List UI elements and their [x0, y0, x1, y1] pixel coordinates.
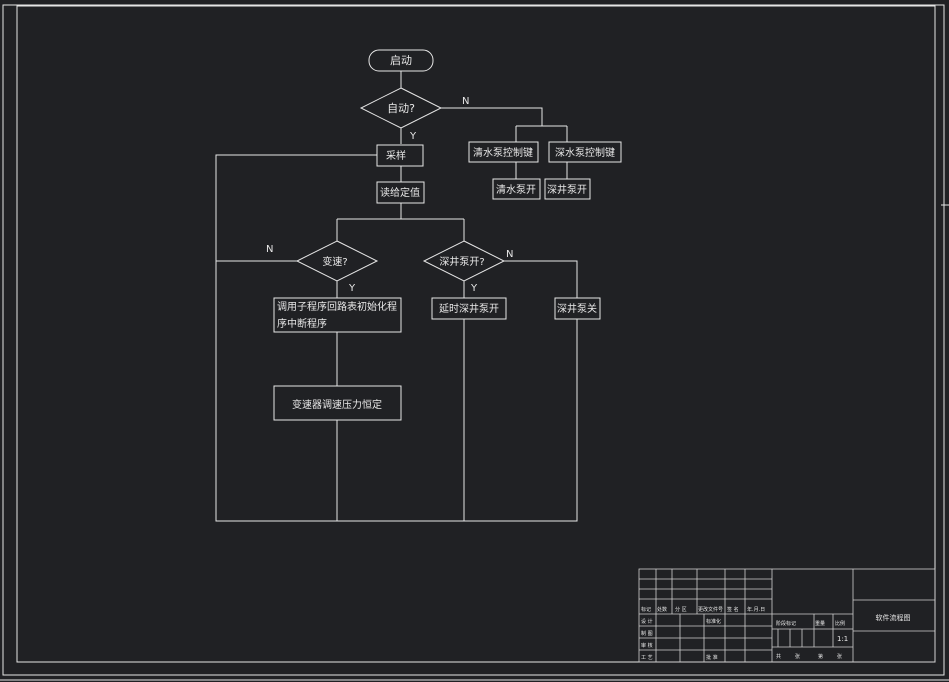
- call-subroutine-box: 调用子程序回路表初始化程 序中断程序: [273, 297, 402, 333]
- svg-text:清水泵开: 清水泵开: [496, 183, 536, 196]
- svg-text:清水泵控制键: 清水泵控制键: [473, 146, 533, 159]
- svg-text:张: 张: [795, 653, 800, 660]
- deep-pump-off-box: 深井泵关: [554, 297, 601, 320]
- deep-yes-label: Y: [470, 283, 478, 294]
- clear-pump-on-box: 清水泵开: [492, 178, 541, 200]
- speed-yes-label: Y: [348, 283, 356, 294]
- clear-pump-key-box: 清水泵控制键: [468, 141, 539, 163]
- svg-text:标准化: 标准化: [706, 618, 721, 625]
- auto-decision: 自动?: [359, 87, 443, 129]
- sheet-border-outer: [2, 4, 945, 676]
- svg-text:延时深井泵开: 延时深井泵开: [439, 302, 499, 315]
- svg-text:设 计: 设 计: [641, 618, 653, 625]
- sheet-border-inner: [16, 5, 936, 663]
- svg-text:第: 第: [818, 653, 823, 660]
- svg-text:比例: 比例: [835, 620, 845, 627]
- title-block: 标记 处数 分 区 更改文件号 签 名 年.月.日 设 计 标准化 制 图 审 …: [638, 568, 936, 663]
- drawing-title: 软件流程图: [876, 613, 911, 622]
- auto-yes-label: Y: [409, 131, 417, 142]
- svg-text:共: 共: [776, 653, 781, 660]
- speed-no-label: N: [266, 244, 273, 255]
- svg-text:深水泵控制键: 深水泵控制键: [555, 146, 615, 159]
- deep-no-label: N: [506, 249, 513, 260]
- start-terminal: 启动: [368, 49, 434, 72]
- svg-text:批 准: 批 准: [706, 654, 718, 661]
- svg-text:自动?: 自动?: [387, 102, 415, 115]
- svg-text:变速?: 变速?: [322, 255, 347, 268]
- svg-text:启动: 启动: [390, 54, 412, 67]
- svg-text:更改文件号: 更改文件号: [698, 606, 723, 613]
- svg-text:调用子程序回路表初始化程: 调用子程序回路表初始化程: [277, 300, 397, 313]
- sample-box: 采样: [376, 144, 424, 167]
- svg-text:审 核: 审 核: [641, 642, 653, 649]
- svg-text:深井泵开: 深井泵开: [547, 183, 587, 196]
- svg-text:采样: 采样: [386, 149, 406, 162]
- deep-pump-decision: 深井泵开?: [422, 240, 506, 282]
- deep-pump-key-box: 深水泵控制键: [548, 141, 622, 163]
- svg-text:签 名: 签 名: [727, 606, 739, 613]
- svg-text:分 区: 分 区: [675, 606, 687, 613]
- svg-text:阶段标记: 阶段标记: [776, 620, 796, 627]
- svg-text:年.月.日: 年.月.日: [747, 606, 765, 613]
- svg-text:重量: 重量: [815, 620, 825, 627]
- svg-text:序中断程序: 序中断程序: [277, 317, 327, 330]
- svg-text:变速器调速压力恒定: 变速器调速压力恒定: [292, 398, 382, 411]
- svg-text:读给定值: 读给定值: [380, 186, 420, 199]
- vfd-adjust-box: 变速器调速压力恒定: [273, 385, 402, 421]
- svg-text:处数: 处数: [657, 606, 667, 613]
- delay-deep-pump-on-box: 延时深井泵开: [431, 297, 507, 320]
- svg-text:工 艺: 工 艺: [641, 655, 653, 661]
- svg-text:制 图: 制 图: [641, 630, 653, 637]
- svg-text:1:1: 1:1: [837, 635, 848, 643]
- svg-text:深井泵开?: 深井泵开?: [439, 255, 484, 268]
- auto-no-label: N: [462, 96, 469, 107]
- svg-text:标记: 标记: [641, 606, 651, 613]
- read-setpoint-box: 读给定值: [376, 181, 425, 204]
- speed-decision: 变速?: [295, 240, 379, 282]
- svg-text:深井泵关: 深井泵关: [557, 302, 597, 315]
- svg-text:张: 张: [837, 653, 842, 660]
- deep-pump-on-box: 深井泵开: [544, 178, 591, 200]
